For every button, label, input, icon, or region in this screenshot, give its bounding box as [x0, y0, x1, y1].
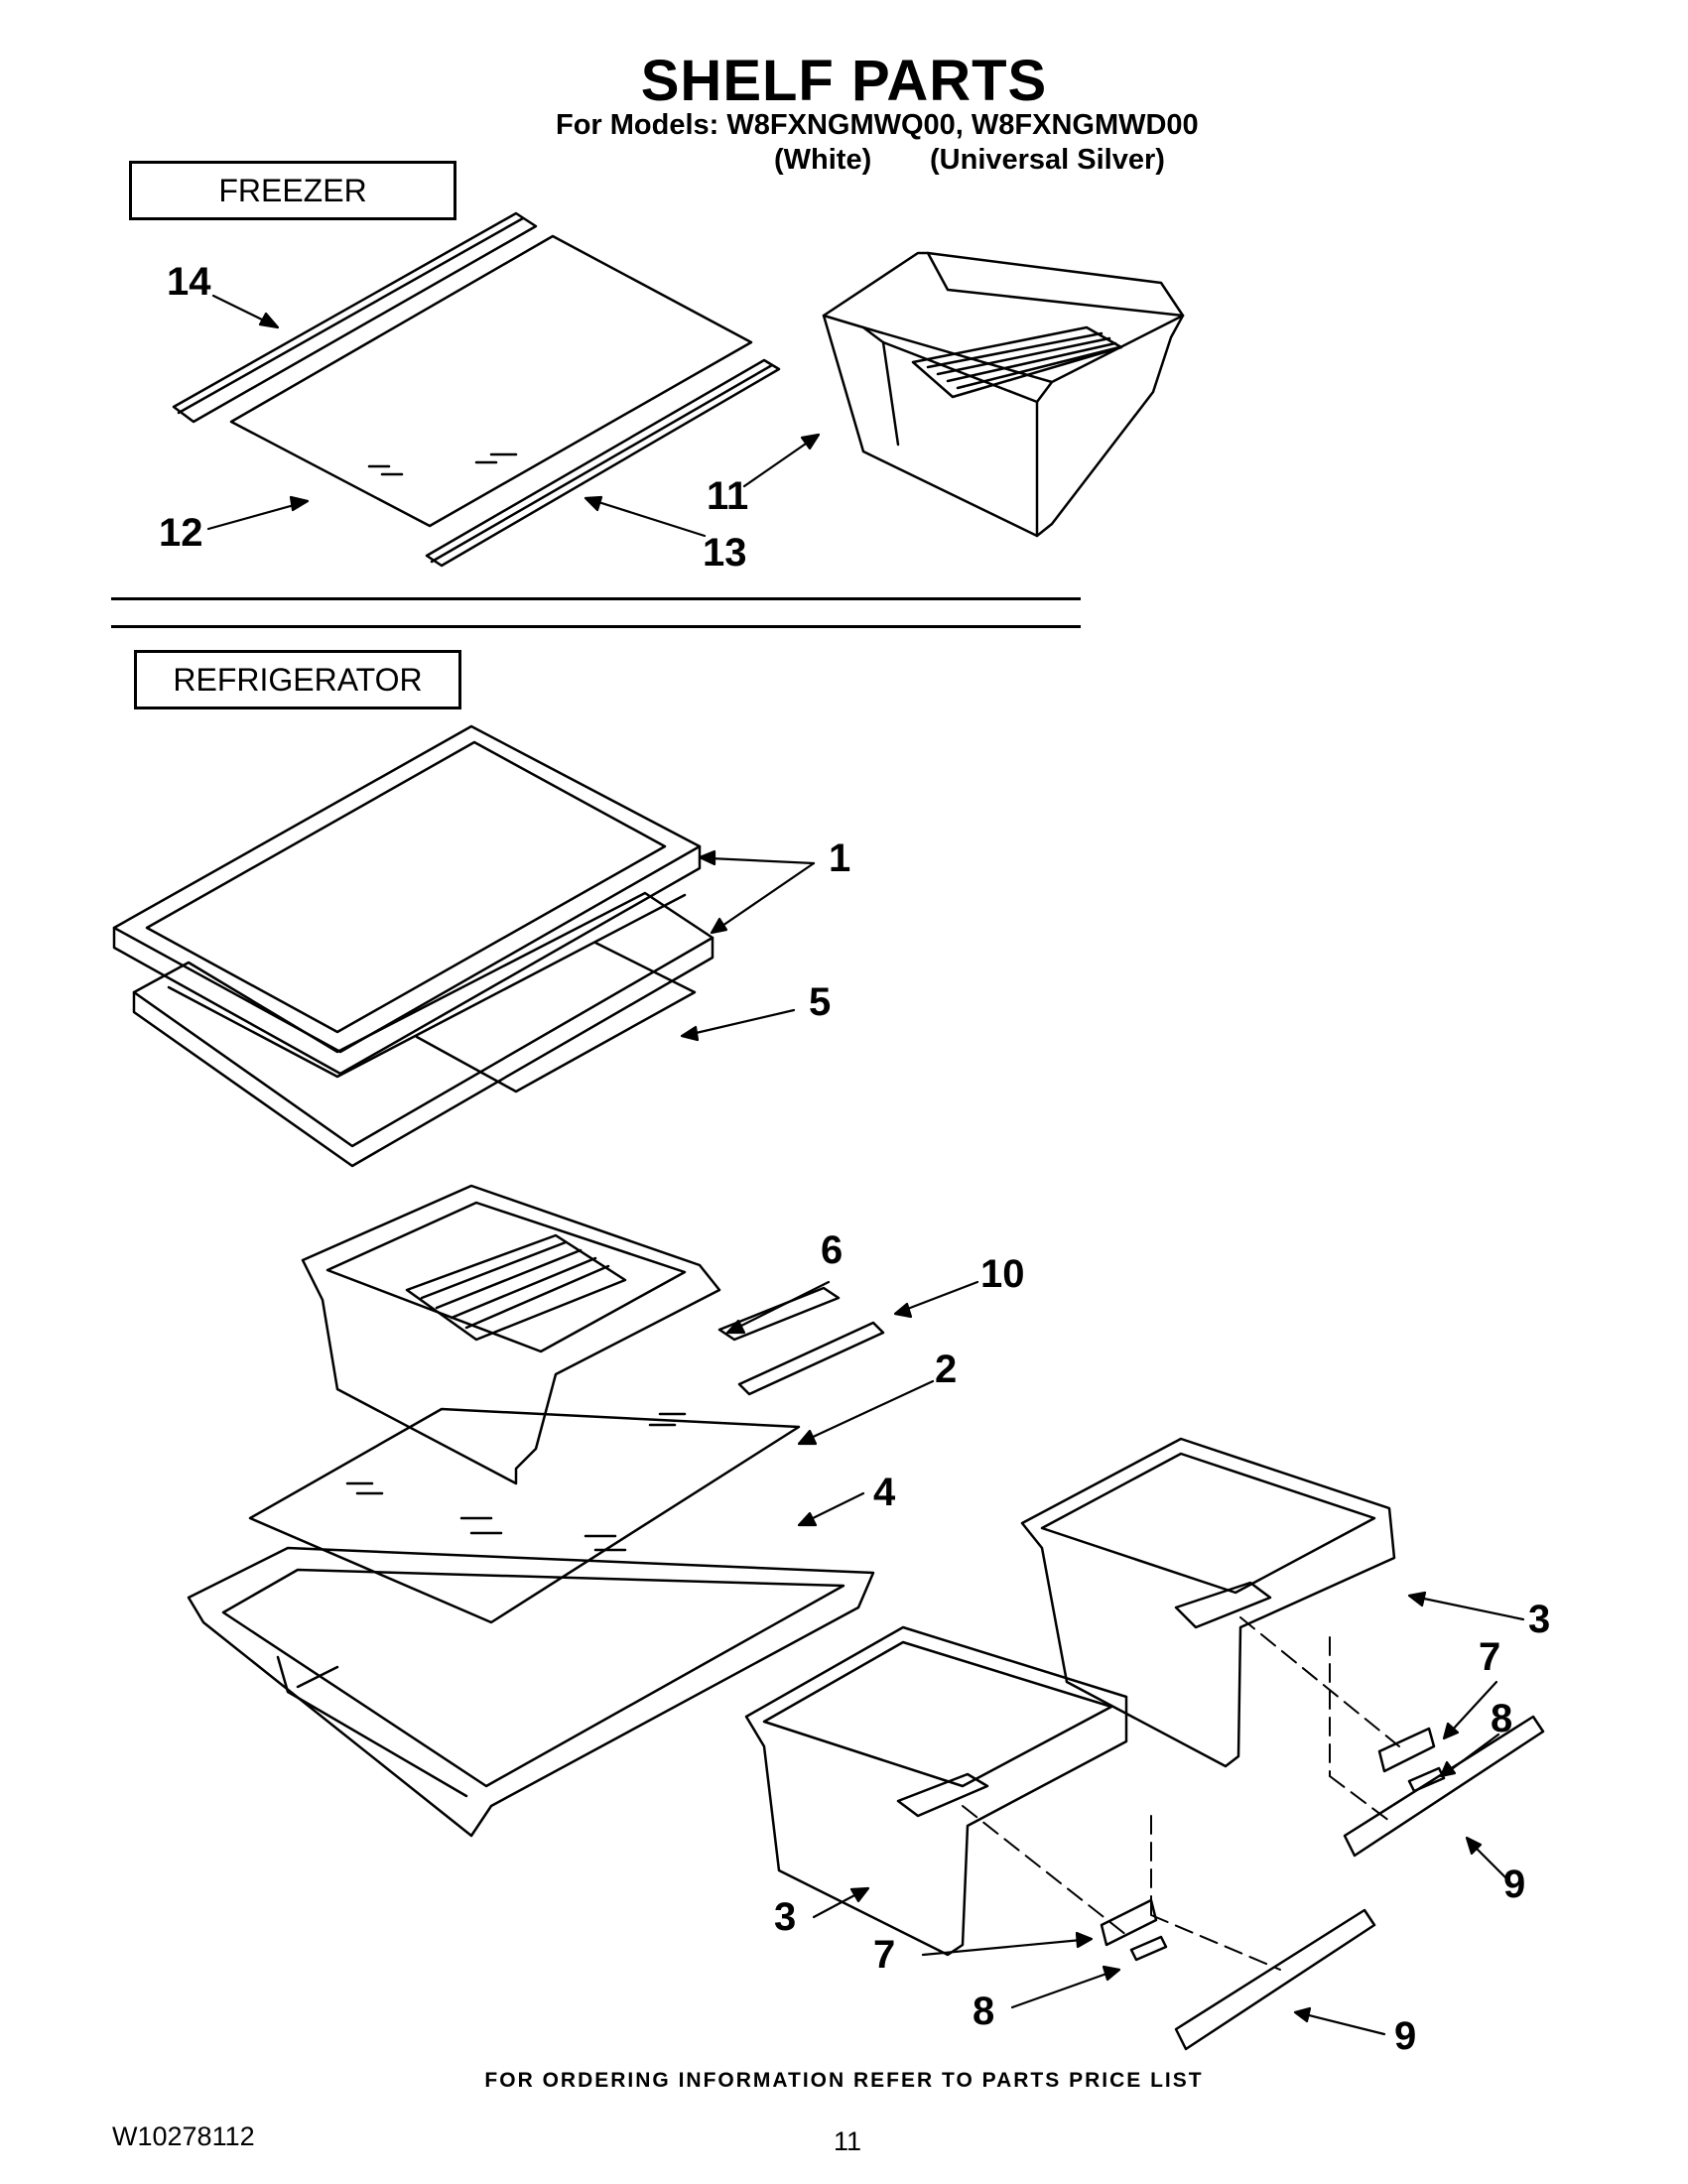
- freezer-shelf-front-trim: [425, 358, 781, 568]
- bin-accessories: [1100, 1715, 1545, 2051]
- refrigerator-crisper-drawer: [301, 1184, 721, 1485]
- callout-8-right: 8: [1491, 1697, 1513, 1740]
- callout-9-right: 9: [1503, 1863, 1526, 1906]
- callout-12: 12: [159, 511, 203, 555]
- refrigerator-door-bin-left: [744, 1625, 1128, 1957]
- model-numbers: For Models: W8FXNGMWQ00, W8FXNGMWD00: [556, 109, 1199, 141]
- callout-1: 1: [829, 836, 851, 880]
- callout-8-left: 8: [973, 1990, 995, 2033]
- section-label-refrigerator: REFRIGERATOR: [134, 650, 461, 709]
- refrigerator-shelf-frame-second: [132, 891, 714, 1168]
- callout-7-left: 7: [873, 1933, 896, 1977]
- document-id: W10278112: [112, 2121, 255, 2151]
- callout-3-right-bin: 3: [1528, 1598, 1551, 1641]
- section-divider-top: [111, 597, 1081, 600]
- callout-4: 4: [873, 1471, 896, 1514]
- refrigerator-shelf-frame-top: [112, 724, 702, 1076]
- callout-11: 11: [707, 474, 749, 518]
- freezer-basket: [822, 251, 1185, 538]
- callout-6: 6: [821, 1228, 844, 1272]
- refrigerator-shelf-trim: [717, 1286, 885, 1396]
- model-color-white: (White): [774, 144, 872, 176]
- ordering-note: FOR ORDERING INFORMATION REFER TO PARTS …: [484, 2069, 1204, 2092]
- callout-13: 13: [703, 531, 747, 575]
- page-title: SHELF PARTS: [640, 49, 1048, 113]
- callout-leader-lines: [206, 294, 1525, 2036]
- assembly-dashed-lines: [962, 1616, 1400, 1971]
- freezer-shelf-rear-trim: [172, 211, 538, 424]
- freezer-glass-shelf: [229, 234, 753, 528]
- section-divider-bottom: [111, 625, 1081, 628]
- callout-9-left: 9: [1394, 2014, 1417, 2058]
- callout-7-right: 7: [1479, 1635, 1501, 1679]
- page-number: 11: [834, 2126, 862, 2156]
- section-label-freezer: FREEZER: [129, 161, 456, 220]
- callout-10: 10: [980, 1252, 1025, 1296]
- model-color-silver: (Universal Silver): [930, 144, 1165, 176]
- refrigerator-glass-shelf: [248, 1407, 801, 1624]
- callout-14: 14: [167, 260, 211, 304]
- callout-5: 5: [809, 980, 832, 1024]
- refrigerator-shelf-support-frame: [187, 1546, 875, 1838]
- refrigerator-door-bin-right: [1020, 1437, 1396, 1768]
- callout-3-left-bin: 3: [774, 1895, 797, 1939]
- callout-2: 2: [935, 1348, 958, 1391]
